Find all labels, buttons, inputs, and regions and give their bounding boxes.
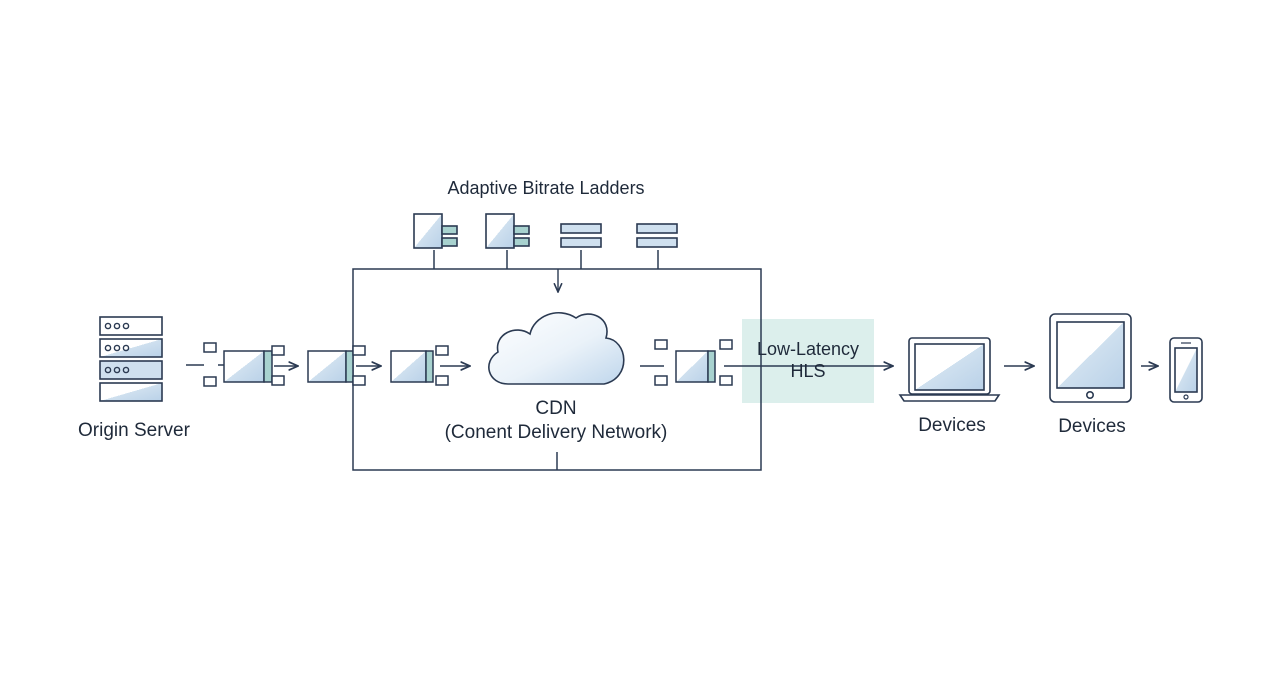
adaptive-bitrate-label: Adaptive Bitrate Ladders xyxy=(447,178,645,198)
tablet-icon xyxy=(1049,313,1132,403)
bitrate-ladder-icon xyxy=(485,213,530,249)
segment-flow xyxy=(186,339,893,387)
origin-server-label: Origin Server xyxy=(78,420,190,441)
phone-icon xyxy=(1169,337,1203,403)
laptop-icon xyxy=(898,337,1001,402)
bitrate-ladder-icon xyxy=(636,223,678,248)
llhls-label: Low-Latency HLS xyxy=(742,338,874,382)
video-segment-icon xyxy=(223,350,273,383)
llhls-line-1: Low-Latency xyxy=(756,339,860,359)
devices-label-laptop: Devices xyxy=(918,415,986,436)
video-segment-icon xyxy=(307,350,354,383)
bitrate-ladder-icon xyxy=(413,213,458,249)
video-segment-icon xyxy=(390,350,434,383)
cloud-icon xyxy=(488,312,625,385)
cdn-label: CDN (Conent Delivery Network) xyxy=(440,397,672,445)
bitrate-ladder-icon xyxy=(560,223,602,248)
cdn-subtitle: (Conent Delivery Network) xyxy=(444,422,668,443)
llhls-line-2: HLS xyxy=(790,361,826,381)
llhls-highlight xyxy=(742,319,874,403)
devices-label-tablet: Devices xyxy=(1058,416,1126,437)
server-icon xyxy=(99,316,163,402)
cdn-title: CDN xyxy=(535,398,577,419)
video-segment-icon xyxy=(675,350,716,383)
